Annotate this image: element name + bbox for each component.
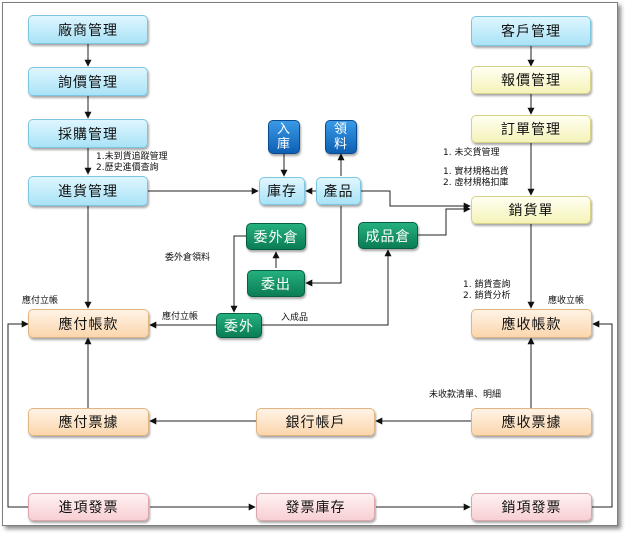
stock-in-line2: 庫: [276, 137, 291, 152]
node-sales-slip[interactable]: 銷貨單: [471, 196, 591, 224]
arrow-output-invoice-to-receivable: [592, 320, 613, 508]
node-material[interactable]: 領 料: [325, 120, 357, 154]
node-purchase-mgmt[interactable]: 採購管理: [28, 119, 148, 148]
node-vendor-mgmt[interactable]: 廠商管理: [28, 15, 148, 44]
node-order-mgmt[interactable]: 訂單管理: [471, 115, 591, 143]
label-virtual-spec-deduct: 2. 虛材規格扣庫: [443, 178, 509, 188]
label-payable-post-mid: 應付立帳: [162, 312, 199, 322]
arrow-outsource-to-finished: [262, 249, 392, 326]
node-inventory[interactable]: 庫存: [259, 177, 305, 205]
node-invoice-stock[interactable]: 發票庫存: [256, 493, 375, 521]
node-finished-warehouse[interactable]: 成品倉: [358, 222, 418, 249]
node-quote-mgmt[interactable]: 報價管理: [471, 66, 591, 94]
node-outsource-warehouse[interactable]: 委外倉: [246, 223, 306, 250]
node-stock-in[interactable]: 入 庫: [268, 120, 300, 154]
node-product[interactable]: 產品: [316, 177, 361, 205]
node-bank-account[interactable]: 銀行帳戶: [256, 408, 375, 436]
node-outsource[interactable]: 委外: [216, 313, 262, 338]
node-output-invoice[interactable]: 銷項發票: [471, 493, 592, 521]
node-inquiry-mgmt[interactable]: 詢價管理: [28, 67, 148, 96]
label-real-spec-ship: 1. 實材規格出貨: [443, 167, 509, 177]
node-receiving-mgmt[interactable]: 進貨管理: [28, 176, 148, 206]
label-uncollected-detail: 未收款清單、明細: [429, 390, 502, 400]
stock-in-line1: 入: [276, 122, 291, 137]
node-payable-notes[interactable]: 應付票據: [28, 408, 149, 436]
material-line2: 料: [333, 137, 348, 152]
node-outsource-out[interactable]: 委出: [247, 270, 305, 297]
label-unarrived-tracking: 1.未到貨追蹤管理: [96, 152, 168, 162]
arrow-finished-to-sales: [418, 205, 471, 236]
node-customer-mgmt[interactable]: 客戶管理: [471, 16, 591, 46]
label-undelivered-mgmt: 1. 未交貨管理: [443, 148, 500, 158]
label-sales-analysis: 2. 銷貨分析: [463, 291, 511, 301]
arrow-product-to-sales: [361, 190, 471, 210]
node-receivable-notes[interactable]: 應收票據: [471, 408, 592, 436]
label-sales-query: 1. 銷貨查詢: [463, 280, 511, 290]
arrow-product-to-outsourceout: [305, 206, 342, 287]
label-purchase-history: 2.歷史進價查詢: [96, 163, 159, 173]
arrow-warehouse-to-outsource: [230, 235, 246, 313]
label-payable-post-left: 應付立帳: [22, 296, 59, 306]
node-input-invoice[interactable]: 進項發票: [28, 493, 149, 521]
node-accounts-receivable[interactable]: 應收帳款: [471, 309, 592, 338]
label-into-finished: 入成品: [281, 313, 309, 323]
label-outsource-material: 委外倉領料: [165, 253, 211, 263]
node-accounts-payable[interactable]: 應付帳款: [28, 309, 149, 338]
label-receivable-post: 應收立帳: [548, 296, 585, 306]
arrow-input-invoice-to-payable: [7, 320, 29, 508]
material-line1: 領: [333, 122, 348, 137]
